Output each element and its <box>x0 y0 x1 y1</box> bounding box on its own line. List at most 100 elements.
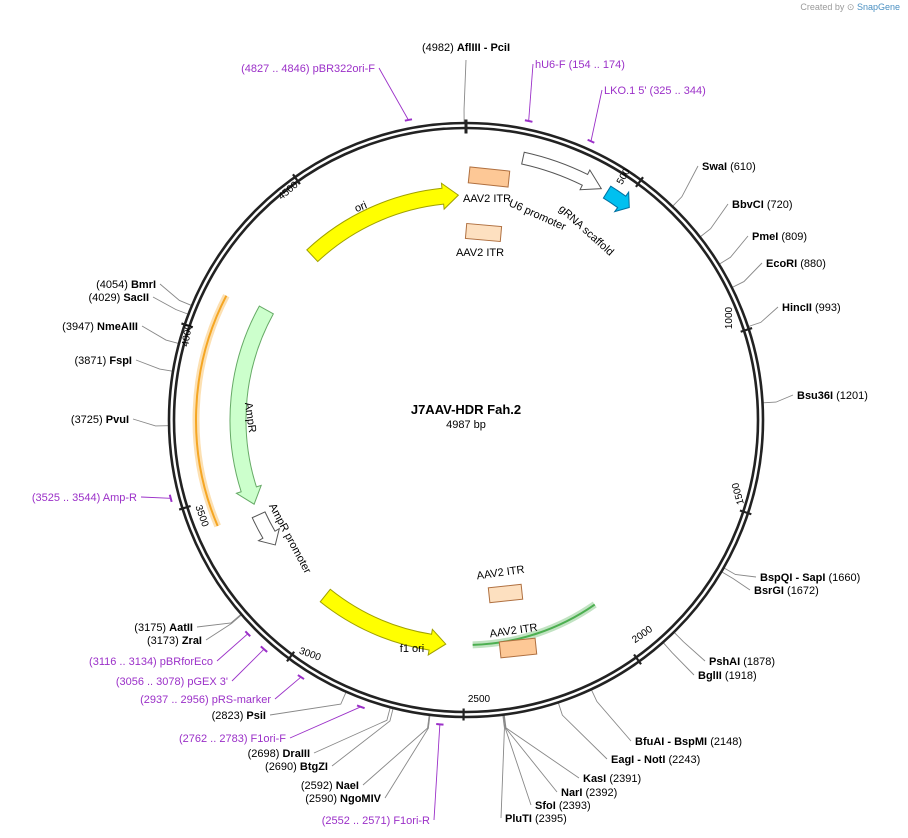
primer-label[interactable]: (3116 .. 3134) pBRforEco <box>89 656 213 668</box>
primer-arc[interactable] <box>356 704 365 710</box>
enzyme-site-label[interactable]: (4029) SacII <box>88 292 149 304</box>
primer-label[interactable]: (3056 .. 3078) pGEX 3' <box>116 676 228 688</box>
enzyme-site-label[interactable]: PmeI (809) <box>752 231 807 243</box>
enzyme-name: PluTI <box>505 813 532 825</box>
enzyme-name: NmeAIII <box>97 321 138 333</box>
primer-arc[interactable] <box>524 119 533 123</box>
primer-label[interactable]: LKO.1 5' (325 .. 344) <box>604 85 706 97</box>
enzyme-name: AatII <box>169 622 193 634</box>
enzyme-site-label[interactable]: (2823) PsiI <box>212 710 266 722</box>
enzyme-site-label[interactable]: (3725) PvuI <box>71 414 129 426</box>
primer-arc[interactable] <box>244 630 251 637</box>
primer-label[interactable]: hU6-F (154 .. 174) <box>535 59 625 71</box>
enzyme-coord: (1918) <box>725 670 757 682</box>
enzyme-site-label[interactable]: EagI - NotI (2243) <box>611 754 700 766</box>
primer-label[interactable]: (2762 .. 2783) F1ori-F <box>179 733 286 745</box>
primer-arc[interactable] <box>297 674 305 680</box>
feature-box-aav2-itr[interactable] <box>487 583 524 604</box>
enzyme-site-label[interactable]: (2698) DraIII <box>248 748 310 760</box>
enzyme-name: HincII <box>782 302 812 314</box>
enzyme-site-label[interactable]: (3871) FspI <box>75 355 132 367</box>
orf-arcs <box>192 294 597 649</box>
enzyme-name: ZraI <box>182 635 202 647</box>
plasmid-length: 4987 bp <box>446 419 486 431</box>
enzyme-name: PsiI <box>246 710 266 722</box>
enzyme-site-label[interactable]: BspQI - SapI (1660) <box>760 572 860 584</box>
enzyme-coord: (2243) <box>668 754 700 766</box>
enzyme-site-label[interactable]: KasI (2391) <box>583 773 641 785</box>
tick-label: 1500 <box>730 481 746 506</box>
enzyme-leader-line <box>762 394 794 404</box>
enzyme-site-label[interactable]: (2690) BtgZI <box>265 761 328 773</box>
enzyme-site-label[interactable]: BglII (1918) <box>698 670 757 682</box>
feature-box-aav2-itr[interactable] <box>498 637 538 659</box>
feature-box-aav2-itr[interactable] <box>467 166 511 188</box>
enzyme-coord: (2391) <box>609 773 641 785</box>
enzyme-site-label[interactable]: SwaI (610) <box>702 161 756 173</box>
primer-leader-line <box>140 496 171 499</box>
enzyme-name: NgoMIV <box>340 793 382 805</box>
feature-arrow-f1-ori[interactable] <box>319 588 447 656</box>
enzyme-site-label[interactable]: SfoI (2393) <box>535 800 591 812</box>
enzyme-site-label[interactable]: (4982) AflIII - PciI <box>422 42 510 54</box>
primer-label[interactable]: (4827 .. 4846) pBR322ori-F <box>241 63 375 75</box>
enzyme-coord: (880) <box>800 258 826 270</box>
feature-label: ori <box>353 199 369 215</box>
enzyme-site-label[interactable]: NarI (2392) <box>561 787 617 799</box>
primer-leader-line <box>216 633 249 662</box>
enzyme-site-label[interactable]: HincII (993) <box>782 302 841 314</box>
enzyme-site-label[interactable]: (4054) BmrI <box>96 279 156 291</box>
feature-arrow-grna-scaffold[interactable] <box>602 185 630 213</box>
enzyme-coord: (610) <box>730 161 756 173</box>
enzyme-name: FspI <box>109 355 132 367</box>
tick-label: 4000 <box>180 323 195 347</box>
enzyme-coord: (1660) <box>828 572 860 584</box>
enzyme-site-label[interactable]: PluTI (2395) <box>505 813 567 825</box>
enzyme-coord: (993) <box>815 302 841 314</box>
enzyme-coord: (1878) <box>743 656 775 668</box>
feature-arrow-ampr[interactable] <box>229 305 274 505</box>
enzyme-site-label[interactable]: BfuAI - BspMI (2148) <box>635 736 742 748</box>
feature-arrow-u6-promoter[interactable] <box>521 151 603 191</box>
enzyme-name: BmrI <box>131 279 156 291</box>
primer-range: (2762 .. 2783) <box>179 733 248 745</box>
tick-mark <box>739 509 752 516</box>
enzyme-site-label[interactable]: (2592) NaeI <box>301 780 359 792</box>
primer-range: (4827 .. 4846) <box>241 63 310 75</box>
enzyme-coord: (2148) <box>710 736 742 748</box>
enzyme-leader-line <box>503 715 532 806</box>
tick-mark <box>740 327 753 333</box>
enzyme-coord: (2392) <box>585 787 617 799</box>
primer-label[interactable]: (3525 .. 3544) Amp-R <box>32 492 137 504</box>
enzyme-site-label[interactable]: (3173) ZraI <box>147 635 202 647</box>
feature-arrow-ampr-promoter[interactable] <box>251 511 281 546</box>
enzyme-leader-line <box>500 715 505 819</box>
enzyme-site-label[interactable]: (3947) NmeAIII <box>62 321 138 333</box>
enzyme-site-label[interactable]: Bsu36I (1201) <box>797 390 868 402</box>
enzyme-coord: (3947) <box>62 321 94 333</box>
primer-arc[interactable] <box>260 645 268 653</box>
primer-label[interactable]: (2937 .. 2956) pRS-marker <box>140 694 271 706</box>
feature-box-aav2-itr[interactable] <box>464 222 503 243</box>
primer-arc[interactable] <box>168 494 173 503</box>
primer-label[interactable]: (2552 .. 2571) F1ori-R <box>322 815 430 827</box>
enzyme-site-label[interactable]: PshAI (1878) <box>709 656 775 668</box>
enzyme-site-label[interactable]: BsrGI (1672) <box>754 585 819 597</box>
credit-brand: SnapGene <box>856 2 900 12</box>
enzyme-name: PmeI <box>752 231 778 243</box>
primer-leader-line <box>528 63 534 122</box>
enzyme-site-label[interactable]: (3175) AatII <box>134 622 193 634</box>
enzyme-site-label[interactable]: BbvCI (720) <box>732 199 793 211</box>
enzyme-coord: (2698) <box>248 748 280 760</box>
snapgene-logo-icon: ⊙ <box>846 2 855 12</box>
primer-arc[interactable] <box>587 138 595 144</box>
enzyme-site-label[interactable]: (2590) NgoMIV <box>305 793 381 805</box>
primer-arc[interactable] <box>436 723 444 726</box>
enzyme-site-label[interactable]: EcoRI (880) <box>766 258 826 270</box>
feature-arrow-ori[interactable] <box>306 182 460 263</box>
primer-arc[interactable] <box>404 118 413 122</box>
enzyme-leader-line <box>721 571 751 591</box>
enzyme-leader-line <box>503 715 558 793</box>
enzyme-leader-line <box>700 203 729 238</box>
enzyme-name: BbvCI <box>732 199 764 211</box>
